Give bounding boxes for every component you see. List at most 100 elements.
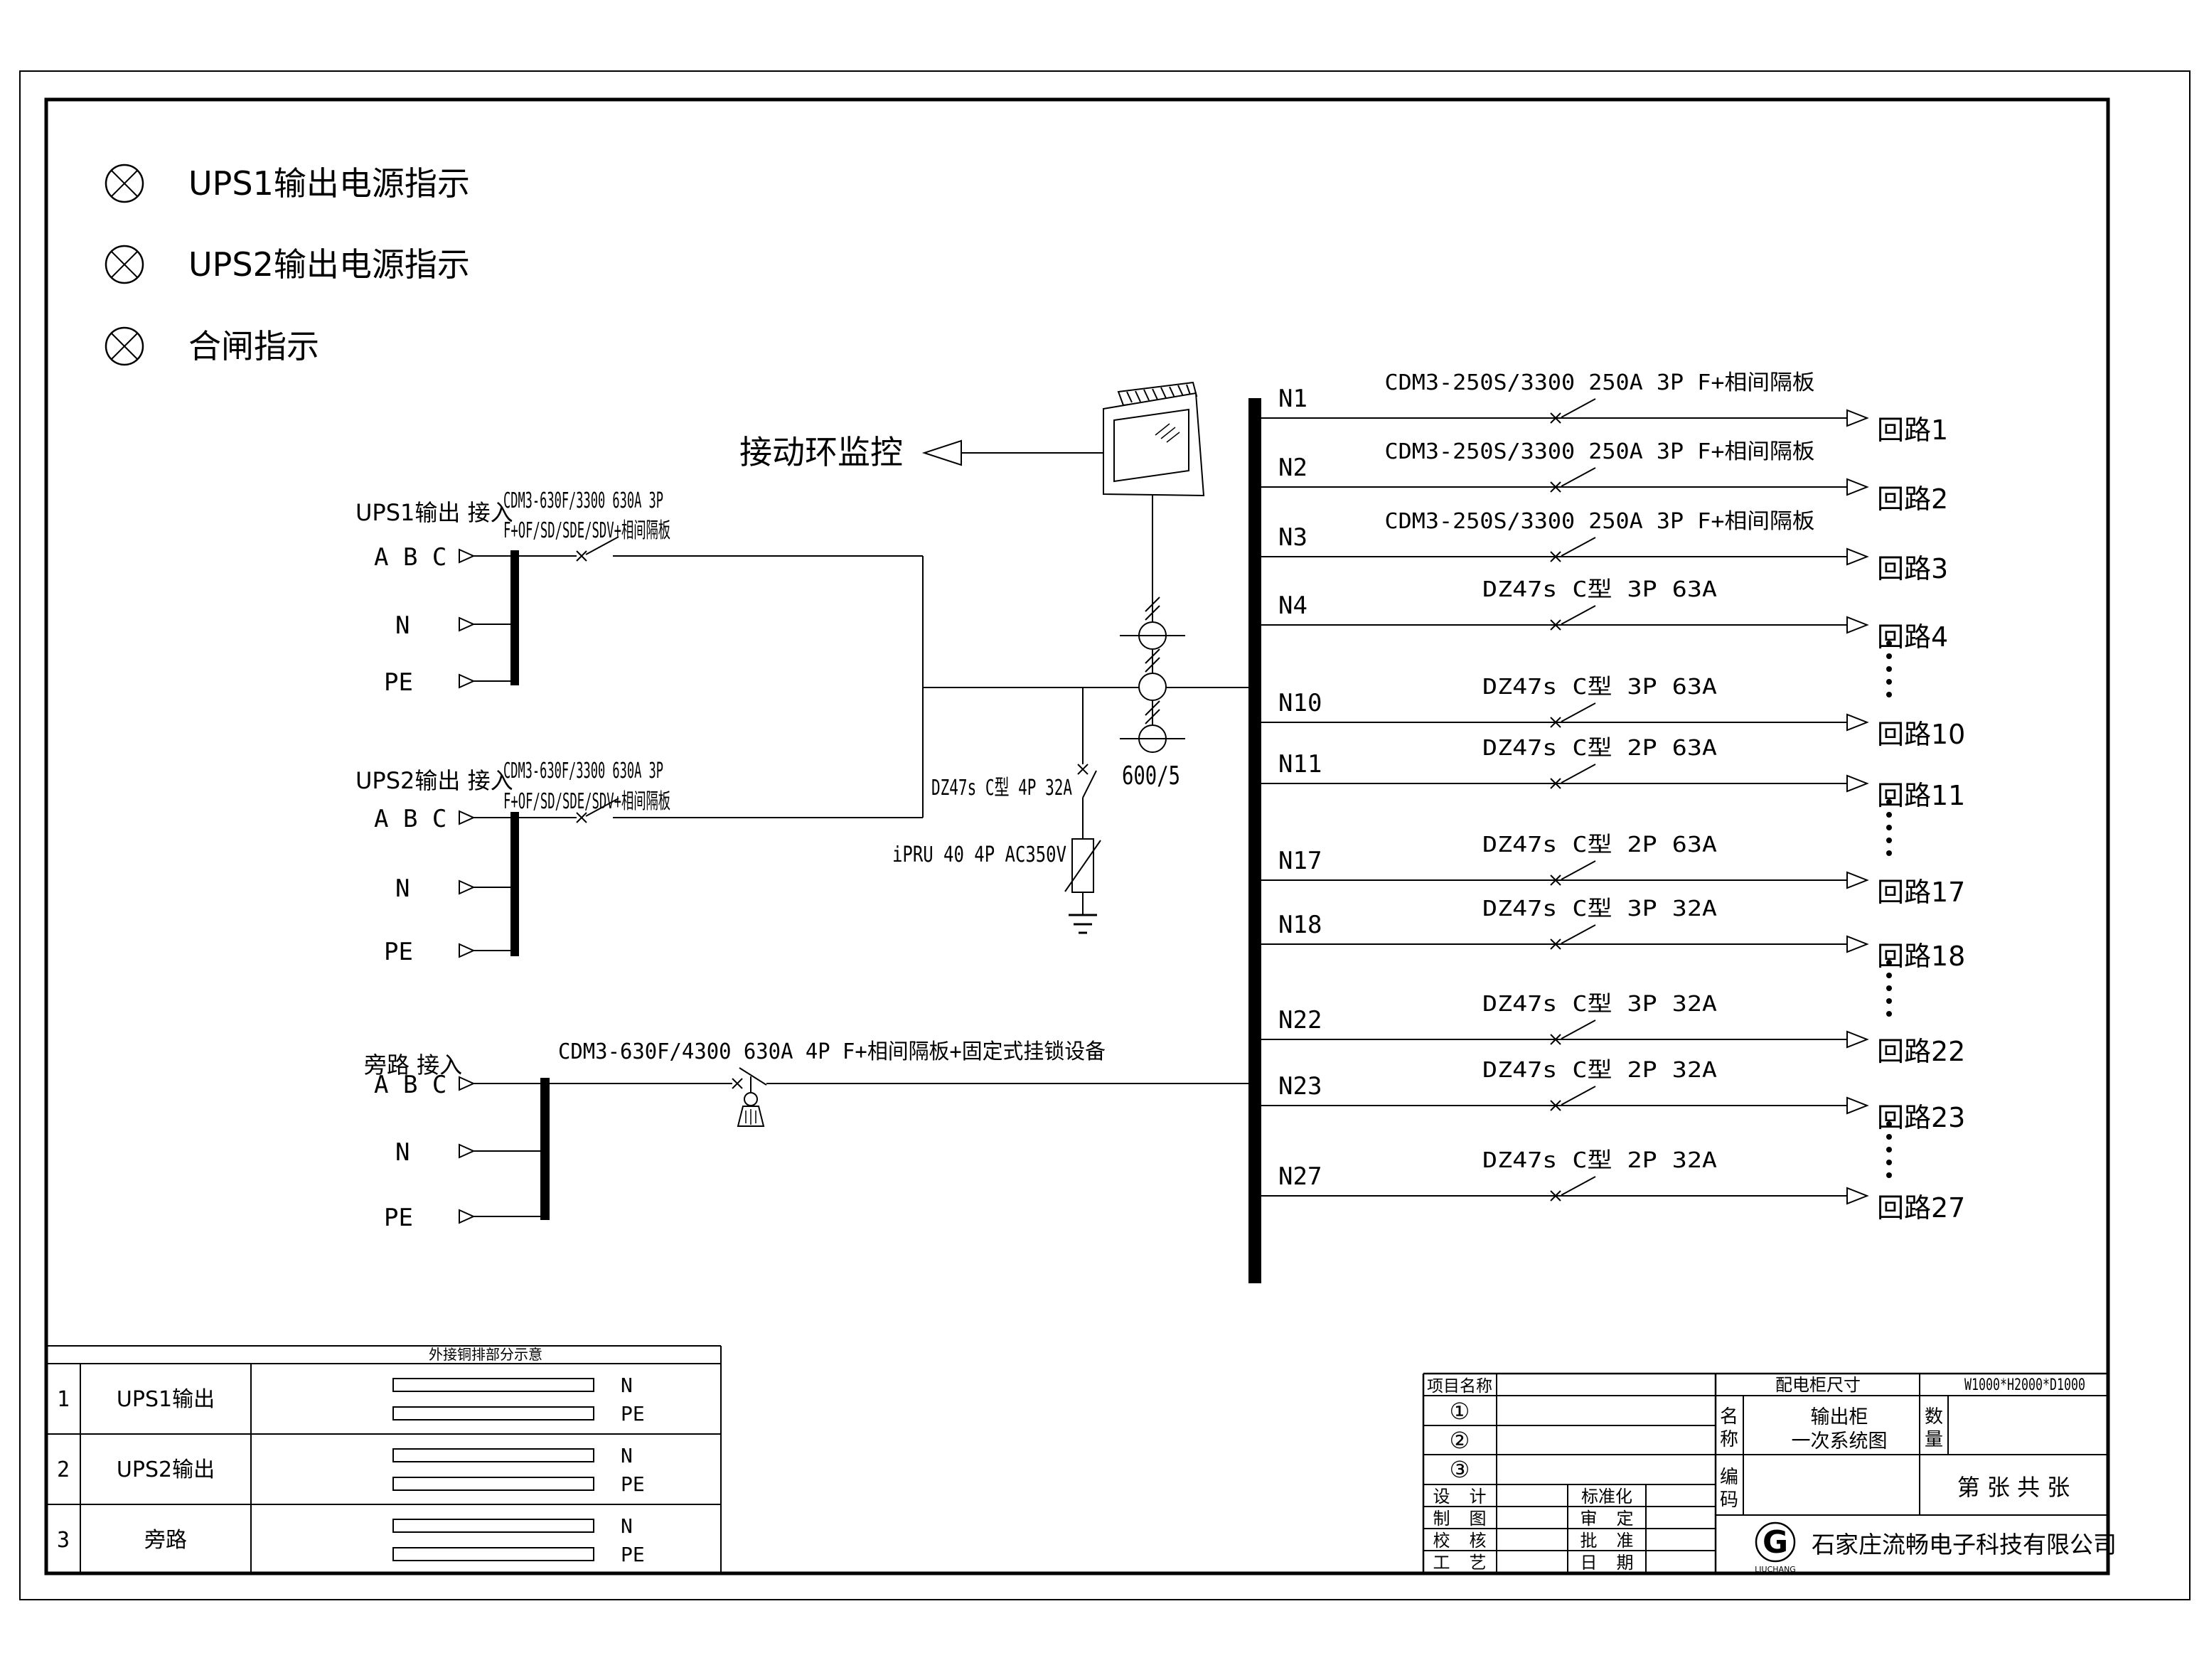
date-label: 日 期	[1580, 1553, 1634, 1573]
feeder-id: N22	[1278, 1006, 1322, 1034]
bar-label-n: N	[621, 1444, 633, 1467]
ellipsis-dot-icon	[1886, 850, 1892, 856]
feeder-circuit: 回路3	[1877, 553, 1948, 584]
connector-arrow-icon	[459, 673, 476, 689]
phase-label-pe: PE	[384, 668, 413, 697]
feeder-id: N10	[1278, 689, 1322, 717]
circuit-arrow-icon	[1846, 478, 1869, 496]
phase-label-n: N	[395, 611, 410, 640]
source-title: UPS1输出 接入	[355, 499, 513, 526]
circuit-arrow-icon	[1846, 774, 1869, 793]
ellipsis-dot-icon	[1886, 799, 1892, 805]
copper-bar-icon	[392, 1477, 594, 1491]
feeder-breaker: DZ47s C型 3P 32A	[1482, 897, 1717, 921]
title-block: 项目名称 ① ② ③ 设 计 制 图 校 核 工 艺 标准化 审 定 批 准 日…	[1422, 1372, 2117, 1574]
ellipsis-dot-icon	[1886, 838, 1892, 843]
drafting-label: 制 图	[1433, 1509, 1487, 1529]
feeder-breaker: DZ47s C型 2P 63A	[1482, 833, 1717, 857]
row-number: 3	[57, 1528, 70, 1553]
ellipsis-dot-icon	[1886, 973, 1892, 978]
bar-label-n: N	[621, 1514, 633, 1538]
current-transformers: 600/5	[1120, 596, 1185, 791]
breaker-icon	[576, 536, 619, 562]
bar-label-n: N	[621, 1374, 633, 1397]
sheet-number: 第 张 共 张	[1957, 1474, 2070, 1501]
main-busbar	[1248, 398, 1261, 1283]
feeder-id: N27	[1278, 1162, 1322, 1191]
feeder-circuit: 回路4	[1877, 621, 1948, 653]
copper-bar-icon	[392, 1547, 594, 1561]
feeder-circuit: 回路23	[1877, 1102, 1965, 1133]
ellipsis-dot-icon	[1886, 812, 1892, 818]
code-label: 编	[1720, 1467, 1738, 1488]
ellipsis-dot-icon	[1886, 1121, 1892, 1127]
check-label: 校 核	[1433, 1531, 1487, 1551]
circuit-arrow-icon	[1846, 409, 1869, 427]
copper-bar-icon	[392, 1448, 594, 1462]
busbar	[540, 1078, 550, 1220]
row-number: 2	[57, 1457, 70, 1482]
circuit-arrow-icon	[1846, 935, 1869, 953]
feeder-breaker: CDM3-250S/3300 250A 3P F+相间隔板	[1385, 370, 1815, 395]
feeder-id: N1	[1278, 385, 1307, 413]
circuit-arrow-icon	[1846, 547, 1869, 566]
bar-label-pe: PE	[621, 1543, 645, 1566]
feeder-circuit: 回路17	[1877, 877, 1965, 908]
row-number: 1	[57, 1387, 70, 1412]
ellipsis-dot-icon	[1886, 641, 1892, 646]
spd-model-label: iPRU 40 4P AC350V	[892, 842, 1066, 867]
circuit-arrow-icon	[1846, 871, 1869, 889]
inner-border	[44, 97, 2110, 1575]
bar-label-pe: PE	[621, 1402, 645, 1425]
feeder-id: N2	[1278, 454, 1307, 482]
breaker-with-padlock-icon	[732, 1067, 767, 1127]
monitoring: 接动环监控	[739, 381, 1205, 622]
row-1-label: ①	[1450, 1398, 1470, 1425]
legend-label: UPS1输出电源指示	[188, 164, 470, 203]
ellipsis-dot-icon	[1886, 1011, 1892, 1017]
feeder-circuit: 回路27	[1877, 1192, 1965, 1224]
monitor-link-label: 接动环监控	[739, 433, 903, 471]
feeder-breaker: DZ47s C型 2P 63A	[1482, 736, 1717, 761]
feeder-circuit: 回路18	[1877, 941, 1965, 972]
circuit-arrow-icon	[1846, 1030, 1869, 1049]
project-name-label: 项目名称	[1427, 1377, 1492, 1396]
ellipsis-dot-icon	[1886, 666, 1892, 672]
ellipsis-dot-icon	[1886, 960, 1892, 965]
source-title: 旁路 接入	[364, 1052, 462, 1079]
source-ups2: UPS2输出 接入 CDM3-630F/3300 630A 3P F+OF/SD…	[355, 556, 924, 966]
copper-bar-icon	[392, 1519, 594, 1533]
phase-label-pe: PE	[384, 938, 413, 966]
lamp-icon	[105, 326, 144, 366]
breaker-icon	[576, 798, 619, 823]
phase-label-pe: PE	[384, 1204, 413, 1232]
feeder-circuit: 回路10	[1877, 719, 1965, 750]
logo-text: LIUCHANG	[1755, 1565, 1796, 1574]
standardization-label: 标准化	[1581, 1487, 1632, 1507]
feeder-id: N23	[1278, 1072, 1322, 1101]
feeder-id: N11	[1278, 750, 1322, 779]
ellipsis-dot-icon	[1886, 1160, 1892, 1165]
connector-arrow-icon	[459, 548, 476, 564]
ellipsis-dot-icon	[1886, 1147, 1892, 1152]
ellipsis-dot-icon	[1886, 679, 1892, 685]
qty-label: 量	[1925, 1429, 1943, 1450]
copper-bar-icon	[392, 1378, 594, 1392]
bar-label-pe: PE	[621, 1472, 645, 1496]
design-label: 设 计	[1433, 1487, 1487, 1507]
phase-label-abc: A B C	[374, 1071, 446, 1099]
connector-arrow-icon	[459, 1143, 476, 1159]
feeder-breaker: CDM3-250S/3300 250A 3P F+相间隔板	[1385, 439, 1815, 464]
feeder-circuit: 回路1	[1877, 414, 1948, 446]
feeder-id: N4	[1278, 592, 1307, 620]
